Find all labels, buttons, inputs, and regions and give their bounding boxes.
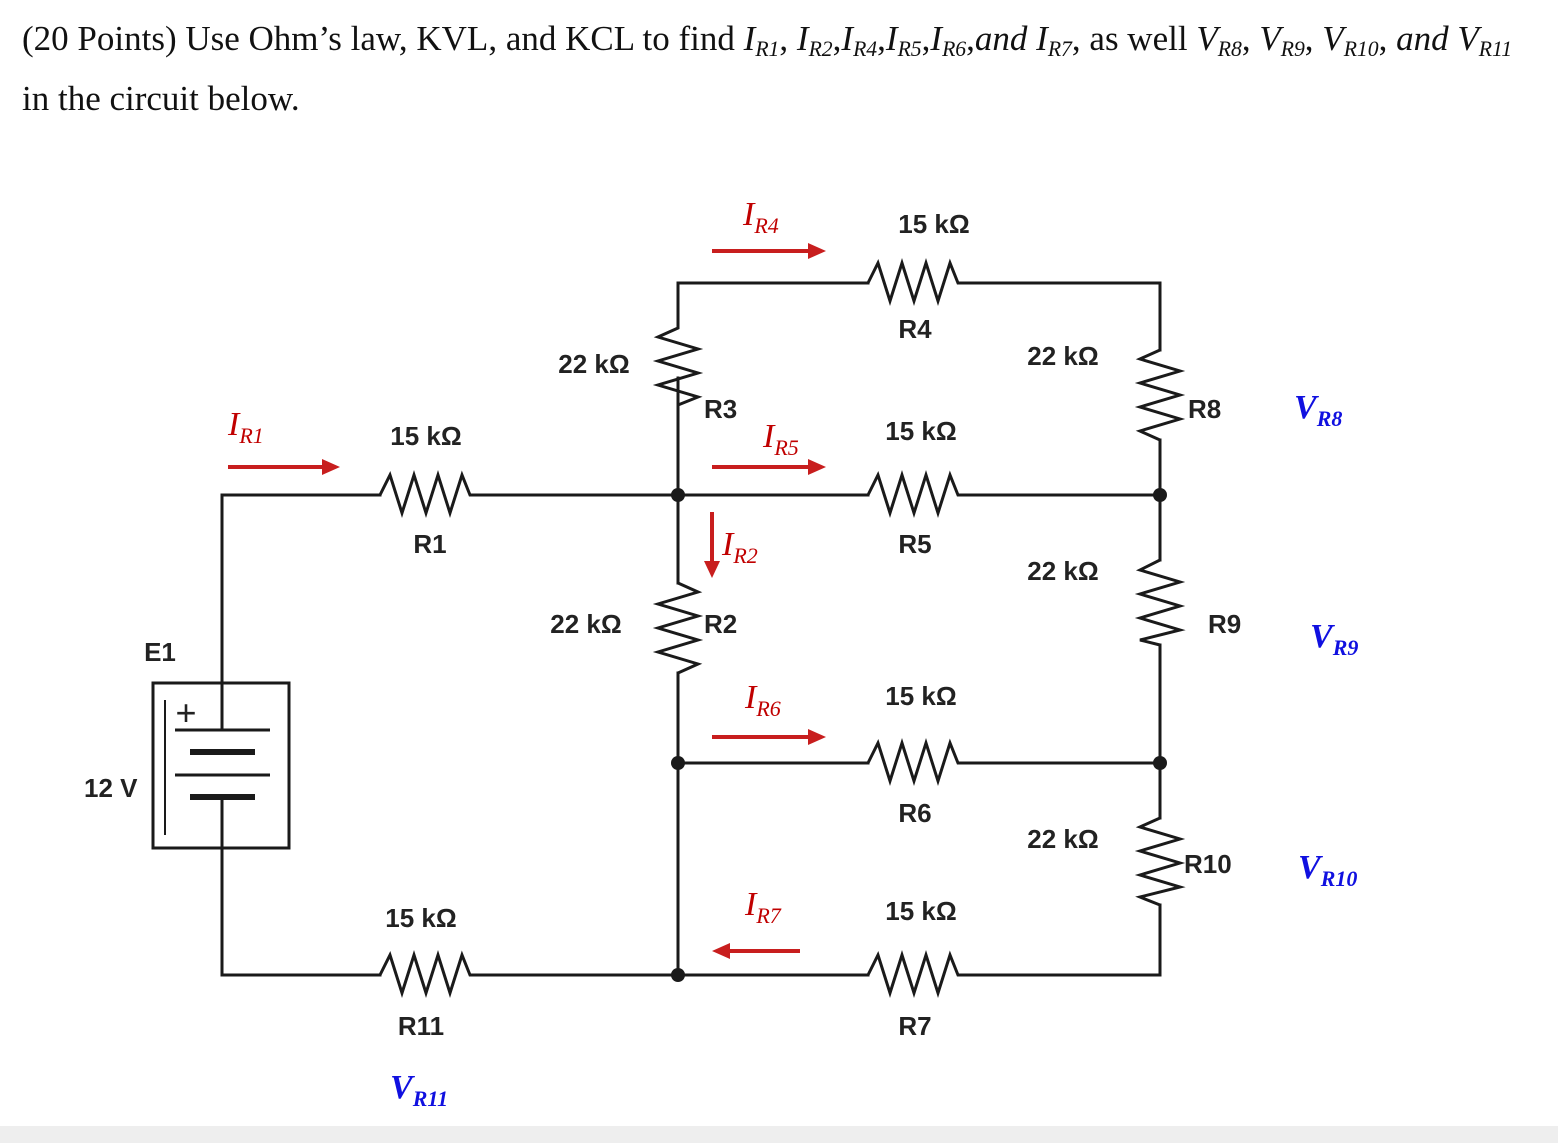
r5-symbol — [866, 470, 968, 518]
problem-outro: in the circuit below. — [22, 79, 300, 119]
r6-value: 15 kΩ — [885, 681, 956, 711]
math-term: IR6 — [930, 19, 967, 62]
r6-symbol — [866, 738, 968, 786]
vr11-label: VR11 — [390, 1069, 448, 1111]
r11-name: R11 — [398, 1011, 444, 1041]
r7-name: R7 — [898, 1011, 931, 1041]
junction-dots — [671, 488, 1167, 982]
battery-box — [151, 681, 291, 850]
ir6-label: IR6 — [744, 679, 781, 721]
node-dot — [1153, 488, 1167, 502]
r8-symbol — [1134, 348, 1186, 442]
ir4-arrowhead — [808, 243, 826, 259]
r3-symbol — [652, 283, 704, 490]
r7-value: 15 kΩ — [885, 896, 956, 926]
problem-mid: , as well — [1071, 19, 1197, 58]
voltage-labels: VR8 VR9 VR10 VR11 — [390, 389, 1358, 1111]
source-name: E1 — [144, 637, 176, 667]
math-term: VR8 — [1196, 19, 1242, 62]
r8-value: 22 kΩ — [1027, 341, 1098, 371]
wires — [220, 281, 1162, 977]
battery-e1: + E1 12 V — [84, 637, 291, 850]
node-dot — [671, 756, 685, 770]
r11-symbol — [378, 950, 480, 998]
ir6-arrowhead — [808, 729, 826, 745]
problem-statement: (20 Points) Use Ohm’s law, KVL, and KCL … — [22, 14, 1542, 124]
find-voltages: VR8, VR9, VR10, and VR11 — [1196, 19, 1513, 62]
vr10-label: VR10 — [1298, 849, 1357, 891]
r4-name: R4 — [898, 314, 932, 344]
resistor-symbols — [378, 258, 1186, 998]
r10-name: R10 — [1184, 849, 1232, 879]
current-arrows — [228, 243, 826, 959]
node-dot — [671, 488, 685, 502]
r9-value: 22 kΩ — [1027, 556, 1098, 586]
ir5-label: IR5 — [762, 418, 799, 460]
r10-value: 22 kΩ — [1027, 824, 1098, 854]
vr9-label: VR9 — [1310, 618, 1358, 660]
ir2-arrowhead — [704, 561, 720, 578]
vr8-label: VR8 — [1294, 389, 1342, 431]
ir5-arrowhead — [808, 459, 826, 475]
r2-value: 22 kΩ — [550, 609, 621, 639]
ir2-label: IR2 — [721, 526, 758, 568]
math-term: IR4 — [841, 19, 878, 62]
r3-value: 22 kΩ — [558, 349, 629, 379]
r3-name: R3 — [704, 394, 737, 424]
math-term: IR2 — [796, 19, 833, 62]
ir7-arrowhead — [712, 943, 730, 959]
math-term: IR1 — [743, 19, 780, 62]
math-term: and VR11 — [1396, 19, 1513, 62]
r2-name: R2 — [704, 609, 737, 639]
find-currents: IR1, IR2,IR4,IR5,IR6,and IR7 — [743, 19, 1072, 62]
ir1-arrowhead — [322, 459, 340, 475]
source-voltage: 12 V — [84, 773, 138, 803]
r1-value: 15 kΩ — [390, 421, 461, 451]
r5-value: 15 kΩ — [885, 416, 956, 446]
r9-name: R9 — [1208, 609, 1241, 639]
current-labels: IR4 IR1 IR5 IR2 IR6 IR7 — [227, 196, 799, 928]
node-dot — [671, 968, 685, 982]
bottom-band — [0, 1126, 1558, 1143]
resistor-labels: 15 kΩ R4 22 kΩ R3 22 kΩ R8 15 kΩ R1 15 k… — [385, 209, 1241, 1041]
ir4-label: IR4 — [742, 196, 779, 238]
math-term: IR5 — [885, 19, 922, 62]
battery-plus-sign: + — [175, 692, 196, 733]
r4-value: 15 kΩ — [898, 209, 969, 239]
r7-symbol — [866, 950, 968, 998]
math-term: VR9 — [1259, 19, 1305, 62]
problem-intro: (20 Points) Use Ohm’s law, KVL, and KCL … — [22, 19, 744, 58]
r1-name: R1 — [413, 529, 446, 559]
r4-symbol — [866, 258, 968, 306]
r9-symbol — [1134, 558, 1186, 647]
r6-name: R6 — [898, 798, 931, 828]
wire-r11-row — [220, 858, 680, 977]
r11-value: 15 kΩ — [385, 903, 456, 933]
wire-r7-row — [676, 903, 1162, 977]
r2-symbol — [652, 581, 704, 675]
ir7-label: IR7 — [744, 886, 782, 928]
math-term: VR10 — [1322, 19, 1379, 62]
math-term: and IR7 — [974, 19, 1072, 62]
r10-symbol — [1134, 816, 1186, 907]
r5-name: R5 — [898, 529, 931, 559]
ir1-label: IR1 — [227, 406, 264, 448]
node-dot — [1153, 756, 1167, 770]
wire-r1-row — [220, 493, 680, 652]
r1-symbol — [378, 470, 480, 518]
r8-name: R8 — [1188, 394, 1221, 424]
